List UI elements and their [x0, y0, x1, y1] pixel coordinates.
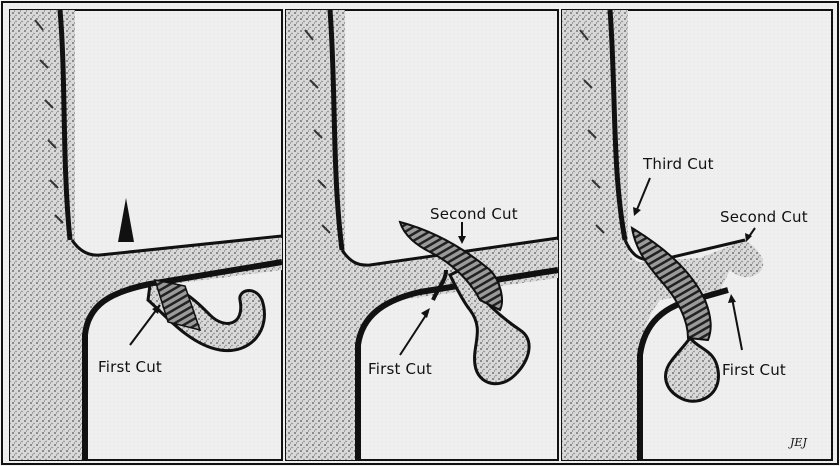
panel-1 [10, 10, 282, 460]
artist-signature: JEJ [790, 436, 807, 449]
label-second-cut-panel-2: Second Cut [430, 205, 518, 223]
panel-2 [286, 10, 558, 460]
label-first-cut-panel-1: First Cut [98, 358, 162, 376]
panel-3 [562, 10, 832, 460]
label-second-cut-panel-3: Second Cut [720, 208, 808, 226]
label-third-cut-panel-3: Third Cut [643, 155, 714, 173]
label-first-cut-panel-2: First Cut [368, 360, 432, 378]
label-first-cut-panel-3: First Cut [722, 361, 786, 379]
